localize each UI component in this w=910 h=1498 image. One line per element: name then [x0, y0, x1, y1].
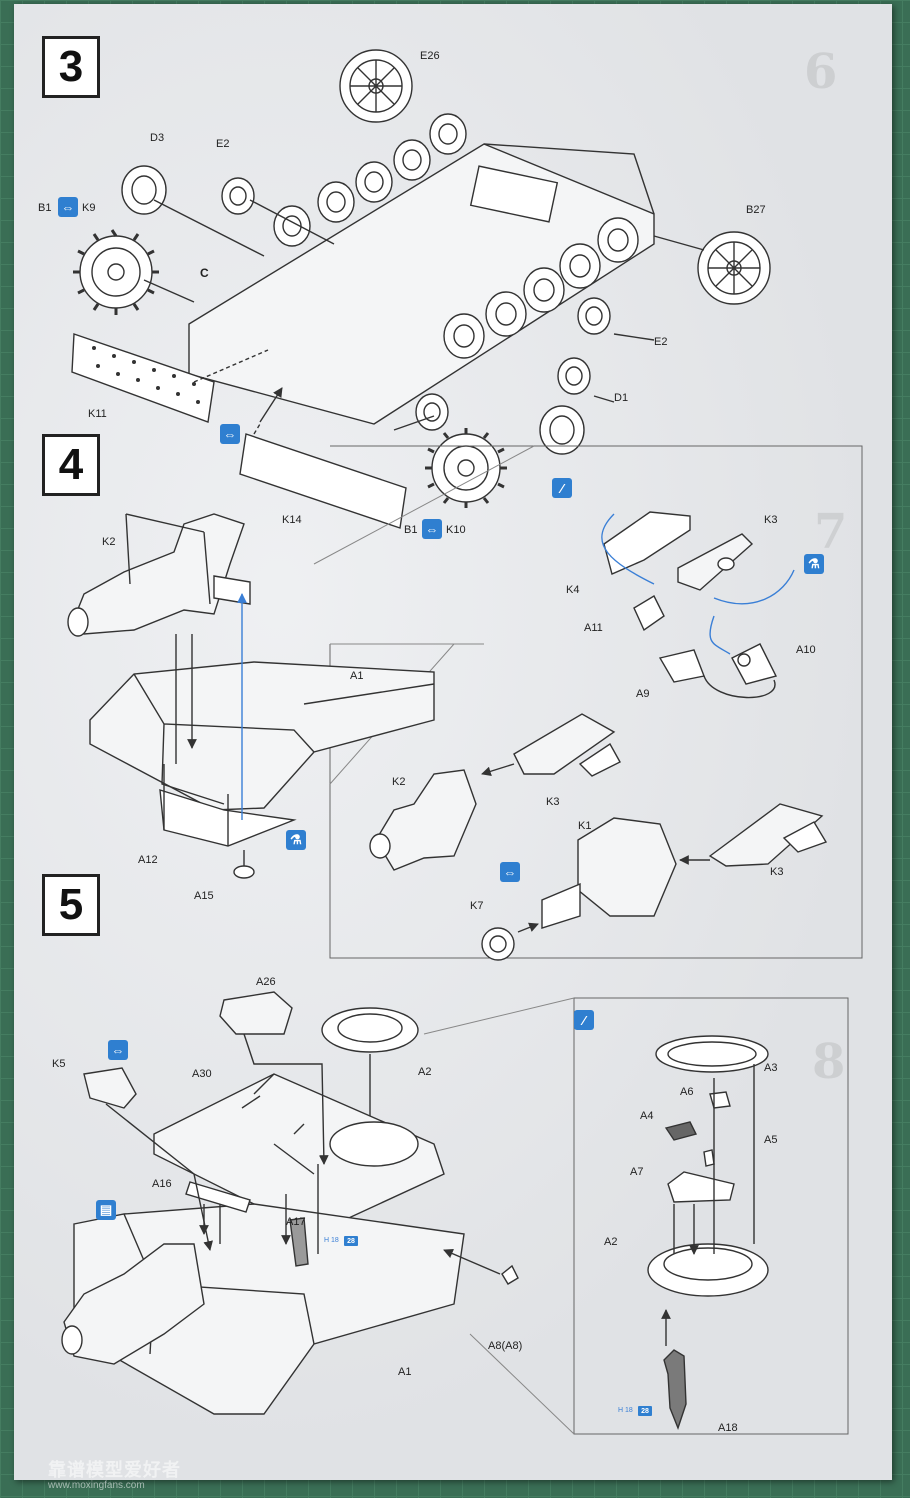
label-a6: A6: [680, 1086, 694, 1098]
part-k5: [83, 1067, 137, 1109]
step-4-number: 4: [42, 434, 100, 496]
gun-block-k1: [577, 817, 677, 917]
pushpin-icon: ⁄: [552, 478, 572, 498]
drive-sprocket-b1-k9: [79, 235, 153, 309]
label-k7: K7: [470, 900, 484, 912]
label-d1: D1: [614, 392, 629, 404]
paint-stripes-icon: ▤: [96, 1200, 116, 1220]
label-k9: K9: [82, 202, 96, 214]
label-a2-detail: A2: [604, 1236, 618, 1248]
hull-front-a1: [89, 661, 435, 811]
side-plate-k14: [239, 433, 407, 529]
glue-bottle-icon: ⚗: [286, 830, 306, 850]
site-watermark: 靠谱模型爱好者 www.moxingfans.com: [48, 1456, 181, 1491]
part-k7: [481, 927, 515, 961]
label-a30: A30: [192, 1068, 212, 1080]
label-d3: D3: [150, 132, 165, 144]
label-k3-mid: K3: [546, 796, 560, 808]
part-a26: [219, 991, 293, 1035]
label-a1-step5: A1: [398, 1366, 412, 1378]
label-a12: A12: [138, 854, 158, 866]
label-a17: A17: [286, 1216, 306, 1228]
symmetric-arrows-icon: ⇔: [108, 1040, 128, 1060]
part-a15: [233, 865, 255, 879]
part-a9: [658, 649, 705, 683]
label-k2-detail: K2: [392, 776, 406, 788]
part-a4: [664, 1121, 698, 1141]
label-a16: A16: [152, 1178, 172, 1190]
bleed-through-number: 7: [814, 504, 848, 560]
watermark-url: www.moxingfans.com: [48, 1480, 145, 1491]
label-a11: A11: [584, 622, 603, 634]
label-k11: K11: [88, 408, 107, 420]
glue-bottle-icon: ⚗: [804, 554, 824, 574]
paint-code-h18: H 18: [618, 1407, 633, 1414]
mantlet-k2-detail: [375, 769, 477, 871]
label-k2: K2: [102, 536, 116, 548]
label-k1: K1: [578, 820, 592, 832]
mantlet-step5: [63, 1243, 205, 1365]
paint-code-badge: 28: [638, 1406, 652, 1416]
step-5-number: 5: [42, 874, 100, 936]
paint-code-badge: 28: [344, 1236, 358, 1246]
bleed-through-number: 8: [812, 1034, 846, 1090]
part-a8: [501, 1264, 519, 1285]
side-plate-k11: [71, 333, 215, 423]
label-a4: A4: [640, 1110, 654, 1122]
part-k3-top: [677, 533, 754, 591]
label-k3-bottom: K3: [770, 866, 784, 878]
label-a9: A9: [636, 688, 650, 700]
label-b1-bottom: B1: [404, 524, 418, 536]
part-a18: [663, 1349, 687, 1431]
part-a16: [185, 1181, 251, 1213]
label-k10: K10: [446, 524, 466, 536]
label-e2-right: E2: [654, 336, 668, 348]
assembly-line-drawings: [61, 49, 863, 1435]
part-a11: [633, 595, 665, 632]
paint-code-h18: H 18: [324, 1237, 339, 1244]
step4-detail-frame: [329, 445, 863, 959]
label-k4: K4: [566, 584, 580, 596]
part-a10: [731, 643, 778, 685]
label-e26: E26: [420, 50, 440, 62]
symmetric-arrows-icon: ⇔: [422, 519, 442, 539]
label-k14: K14: [282, 514, 302, 526]
symmetric-arrows-icon: ⇔: [500, 862, 520, 882]
label-a10: A10: [796, 644, 816, 656]
step-3-number: 3: [42, 36, 100, 98]
part-a7: [667, 1171, 735, 1203]
label-a15: A15: [194, 890, 214, 902]
step5-detail-frame: [573, 997, 849, 1435]
part-a5: [703, 1149, 715, 1167]
symmetric-arrows-icon: ⇔: [220, 424, 240, 444]
barrel-k3-mid: [513, 713, 616, 775]
label-a7: A7: [630, 1166, 644, 1178]
label-a18: A18: [718, 1422, 738, 1434]
label-k5: K5: [52, 1058, 66, 1070]
turret-ring-a2-detail: [647, 1243, 769, 1297]
label-b1: B1: [38, 202, 52, 214]
label-a3: A3: [764, 1062, 778, 1074]
label-k3-top: K3: [764, 514, 778, 526]
part-k4: [603, 511, 691, 575]
symmetric-arrows-icon: ⇔: [58, 197, 78, 217]
bleed-through-number: 6: [804, 44, 838, 100]
label-a5: A5: [764, 1134, 778, 1146]
label-c: C: [200, 266, 209, 280]
label-a26: A26: [256, 976, 276, 988]
instruction-sheet: 6 7 8 3 4 5: [14, 4, 892, 1480]
roadwheels-bottom-row: [415, 217, 639, 455]
mantlet-k2: [71, 513, 245, 635]
drive-sprocket-b1-k10: [431, 433, 501, 503]
part-a6: [709, 1091, 731, 1109]
pushpin-icon: ⁄: [574, 1010, 594, 1030]
label-b27: B27: [746, 204, 766, 216]
label-a8: A8(A8): [488, 1340, 523, 1352]
label-a1: A1: [350, 670, 364, 682]
label-a2-main: A2: [418, 1066, 432, 1078]
roadwheels-top-row: [121, 113, 467, 247]
watermark-site-name: 靠谱模型爱好者: [48, 1460, 181, 1480]
label-e2-top: E2: [216, 138, 230, 150]
